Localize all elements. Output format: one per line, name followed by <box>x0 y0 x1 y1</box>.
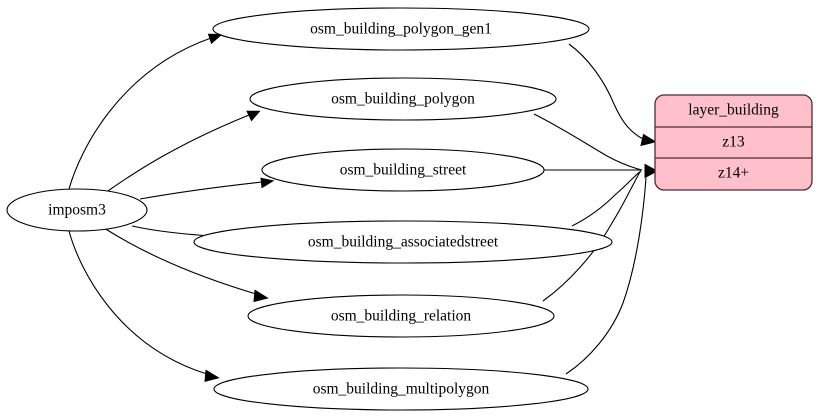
node-osm_building_relation[interactable]: osm_building_relation <box>247 294 555 338</box>
node-osm_building_street-shape[interactable] <box>261 148 545 192</box>
edge-imposm3-to-osm_building_street <box>139 181 263 200</box>
node-layer_building-box[interactable] <box>654 94 813 191</box>
arrowhead-osm_building_street <box>260 177 275 189</box>
edge-osm_building_relation-to-layer_building-z14 <box>542 171 641 302</box>
node-osm_building_multipolygon-label: osm_building_multipolygon <box>313 381 490 398</box>
node-osm_building_polygon_gen1-shape[interactable] <box>212 7 590 51</box>
node-osm_building_polygon[interactable]: osm_building_polygon <box>249 77 557 121</box>
node-osm_building_multipolygon-shape[interactable] <box>213 367 589 411</box>
node-osm_building_associatedstreet-shape[interactable] <box>193 220 613 264</box>
node-osm_building_relation-label: osm_building_relation <box>331 308 472 325</box>
edge-osm_building_associatedstreet-to-layer_building-z14 <box>571 170 642 227</box>
node-imposm3-label: imposm3 <box>48 202 106 219</box>
edge-osm_building_polygon_gen1-to-layer_building-z13 <box>568 43 644 140</box>
node-osm_building_polygon-shape[interactable] <box>249 77 557 121</box>
node-osm_building_associatedstreet[interactable]: osm_building_associatedstreet <box>193 220 613 264</box>
layer_building-row-name: layer_building <box>688 102 779 119</box>
edge-imposm3-to-osm_building_polygon <box>104 114 250 194</box>
node-imposm3-shape[interactable] <box>6 188 148 232</box>
arrowhead-osm_building_polygon <box>246 110 261 122</box>
layer_building-row-z14: z14+ <box>718 165 749 182</box>
node-osm_building_polygon-label: osm_building_polygon <box>331 91 475 108</box>
edge-imposm3-to-osm_building_polygon_gen1 <box>68 37 212 190</box>
node-osm_building_polygon_gen1[interactable]: osm_building_polygon_gen1 <box>212 7 590 51</box>
node-osm_building_street[interactable]: osm_building_street <box>261 148 545 192</box>
edge-osm_building_polygon-to-layer_building-z14 <box>533 113 643 171</box>
edge-osm_building_multipolygon-to-layer_building-z14 <box>565 177 647 375</box>
node-osm_building_multipolygon[interactable]: osm_building_multipolygon <box>213 367 589 411</box>
layer_building-row-z13: z13 <box>722 134 745 151</box>
node-osm_building_street-label: osm_building_street <box>340 162 467 179</box>
edge-imposm3-to-osm_building_relation <box>103 227 257 295</box>
arrowhead-osm_building_relation <box>253 289 269 303</box>
node-layer_building[interactable]: layer_building z13 z14+ <box>654 94 813 191</box>
node-osm_building_polygon_gen1-label: osm_building_polygon_gen1 <box>310 21 492 38</box>
arrowhead-layer_building-z13 <box>640 133 657 147</box>
node-imposm3[interactable]: imposm3 <box>6 188 148 232</box>
node-osm_building_relation-shape[interactable] <box>247 294 555 338</box>
node-osm_building_associatedstreet-label: osm_building_associatedstreet <box>308 234 499 251</box>
arrowhead-osm_building_polygon_gen1 <box>207 33 223 45</box>
arrowhead-osm_building_multipolygon <box>204 369 220 382</box>
arrowhead-layer_building-z14 <box>644 163 659 179</box>
edge-group-tables-to-layer <box>533 43 659 375</box>
edge-imposm3-to-osm_building_multipolygon <box>68 230 208 375</box>
